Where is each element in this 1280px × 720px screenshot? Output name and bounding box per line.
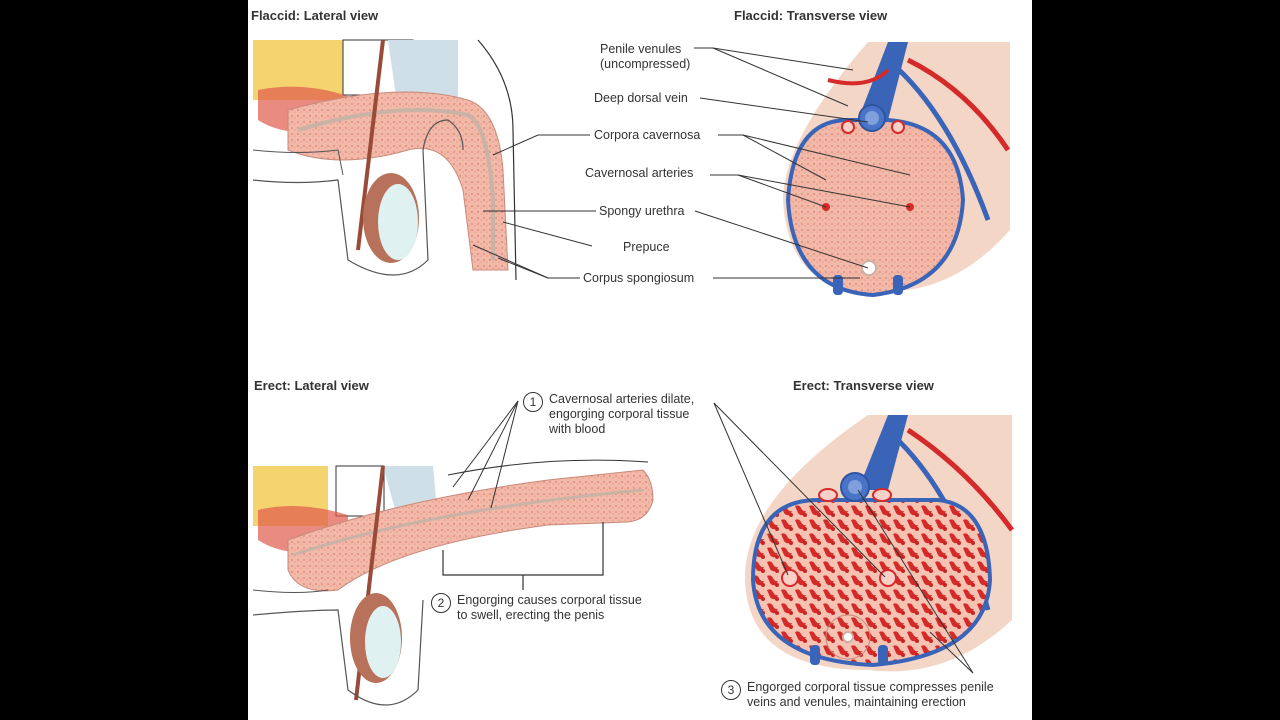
- erect-transverse-illustration: [744, 415, 1015, 672]
- step-2: 2 Engorging causes corporal tissue to sw…: [431, 593, 691, 627]
- label-penile-venules-line1: Penile venules: [600, 42, 682, 56]
- label-deep-dorsal-vein: Deep dorsal vein: [594, 91, 688, 105]
- panel-title-flaccid-transverse: Flaccid: Transverse view: [734, 8, 888, 23]
- step-2-text: Engorging causes corporal tissue to swel…: [457, 593, 642, 623]
- label-penile-venules: Penile venules (uncompressed): [600, 42, 690, 72]
- panel-title-erect-lateral: Erect: Lateral view: [254, 378, 369, 393]
- flaccid-lateral-illustration: [252, 39, 517, 281]
- step-3-text: Engorged corporal tissue compresses peni…: [747, 680, 994, 710]
- panel-title-flaccid-lateral: Flaccid: Lateral view: [251, 8, 379, 23]
- leader-lines: [452, 47, 974, 674]
- anatomy-figure: Flaccid: Lateral view Flaccid: Transvers…: [248, 0, 1032, 720]
- step-number-badge: 1: [523, 392, 543, 412]
- step-3-line: veins and venules, maintaining erection: [747, 695, 966, 709]
- label-cavernosal-arteries: Cavernosal arteries: [585, 166, 694, 180]
- panel-title-erect-transverse: Erect: Transverse view: [793, 378, 934, 393]
- erect-lateral-illustration: [252, 459, 654, 706]
- label-prepuce: Prepuce: [623, 240, 670, 254]
- step-3: 3 Engorged corporal tissue compresses pe…: [721, 680, 1031, 714]
- step-2-line: Engorging causes corporal tissue: [457, 593, 642, 607]
- label-corpus-spongiosum: Corpus spongiosum: [583, 271, 695, 285]
- label-spongy-urethra: Spongy urethra: [599, 204, 685, 218]
- step-1-line: with blood: [549, 422, 606, 436]
- flaccid-transverse-illustration: [783, 42, 1011, 298]
- step-1-text: Cavernosal arteries dilate, engorging co…: [549, 392, 694, 437]
- step-1-line: Cavernosal arteries dilate,: [549, 392, 695, 406]
- step-number-badge: 2: [431, 593, 451, 613]
- step-1: 1 Cavernosal arteries dilate, engorging …: [523, 392, 723, 442]
- step-number-badge: 3: [721, 680, 741, 700]
- step-1-line: engorging corporal tissue: [549, 407, 690, 421]
- step-2-line: to swell, erecting the penis: [457, 608, 605, 622]
- label-penile-venules-line2: (uncompressed): [600, 57, 691, 71]
- illustration-layer: [252, 39, 1015, 706]
- step-3-line: Engorged corporal tissue compresses peni…: [747, 680, 994, 694]
- label-corpora-cavernosa: Corpora cavernosa: [594, 128, 701, 142]
